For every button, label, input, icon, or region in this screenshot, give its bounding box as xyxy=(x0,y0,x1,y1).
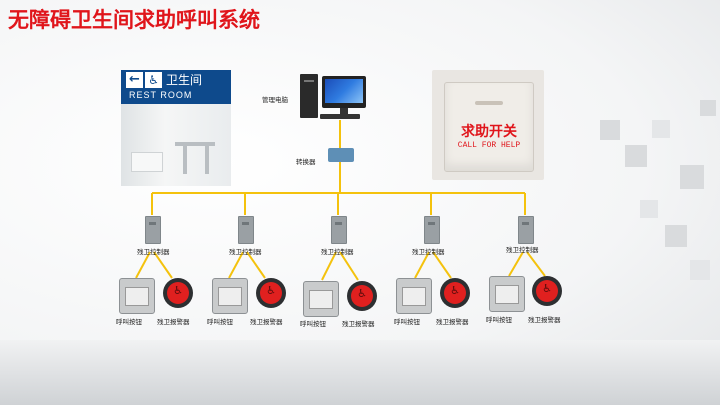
alarm-label: 残卫报警器 xyxy=(436,318,469,326)
floor-shadow xyxy=(0,340,720,405)
controller-label: 残卫控制器 xyxy=(506,246,539,254)
call-button-device-3 xyxy=(303,281,339,317)
help-switch-plate: 求助开关 CALL FOR HELP xyxy=(444,82,534,172)
alarm-label: 残卫报警器 xyxy=(528,316,561,324)
sign-label-zh: 卫生间 xyxy=(166,73,203,87)
alarm-device-2: ♿ xyxy=(256,278,286,308)
pc-keyboard xyxy=(320,114,360,119)
alarm-label: 残卫报警器 xyxy=(250,318,283,326)
alarm-label: 残卫报警器 xyxy=(342,320,375,328)
alarm-device-5: ♿ xyxy=(532,276,562,306)
controller-2 xyxy=(238,216,254,244)
help-switch-label-en: CALL FOR HELP xyxy=(457,141,521,150)
alarm-device-1: ♿ xyxy=(163,278,193,308)
wheelchair-icon: ♿ xyxy=(266,284,276,297)
alarm-device-3: ♿ xyxy=(347,281,377,311)
page-title: 无障碍卫生间求助呼叫系统 xyxy=(8,8,260,32)
controller-5 xyxy=(518,216,534,244)
call-button-label: 呼叫按钮 xyxy=(207,318,233,326)
help-switch-photo: 求助开关 CALL FOR HELP xyxy=(432,70,544,180)
wheelchair-icon: ♿ xyxy=(173,284,183,297)
controller-label: 残卫控制器 xyxy=(321,248,354,256)
management-pc xyxy=(300,74,368,119)
call-button-device-2 xyxy=(212,278,248,314)
call-button-label: 呼叫按钮 xyxy=(300,320,326,328)
restroom-sign: ← ♿ 卫生间 REST ROOM xyxy=(121,70,231,104)
converter-label: 转换器 xyxy=(296,158,316,166)
controller-label: 残卫控制器 xyxy=(412,248,445,256)
call-button-label: 呼叫按钮 xyxy=(116,318,142,326)
switch-slot xyxy=(475,101,503,105)
call-button-label: 呼叫按钮 xyxy=(486,316,512,324)
controller-label: 残卫控制器 xyxy=(229,248,262,256)
left-arrow-icon: ← xyxy=(126,72,143,88)
controller-1 xyxy=(145,216,161,244)
call-button-device-4 xyxy=(396,278,432,314)
wheelchair-icon: ♿ xyxy=(145,72,162,88)
pc-monitor xyxy=(322,76,366,114)
call-button-device-5 xyxy=(489,276,525,312)
wheelchair-icon: ♿ xyxy=(357,287,367,300)
wheelchair-icon: ♿ xyxy=(542,282,552,295)
controller-3 xyxy=(331,216,347,244)
sign-label-en: REST ROOM xyxy=(129,90,193,100)
controller-4 xyxy=(424,216,440,244)
call-button-label: 呼叫按钮 xyxy=(394,318,420,326)
help-switch-label-zh: 求助开关 xyxy=(461,124,517,140)
converter-device xyxy=(328,148,354,162)
call-button-device-1 xyxy=(119,278,155,314)
controller-label: 残卫控制器 xyxy=(137,248,170,256)
alarm-device-4: ♿ xyxy=(440,278,470,308)
wheelchair-icon: ♿ xyxy=(450,284,460,297)
restroom-interior xyxy=(121,104,231,186)
alarm-label: 残卫报警器 xyxy=(157,318,190,326)
restroom-photo: ← ♿ 卫生间 REST ROOM xyxy=(121,70,231,186)
pc-tower xyxy=(300,74,318,118)
pc-label: 管理电脑 xyxy=(262,96,288,104)
